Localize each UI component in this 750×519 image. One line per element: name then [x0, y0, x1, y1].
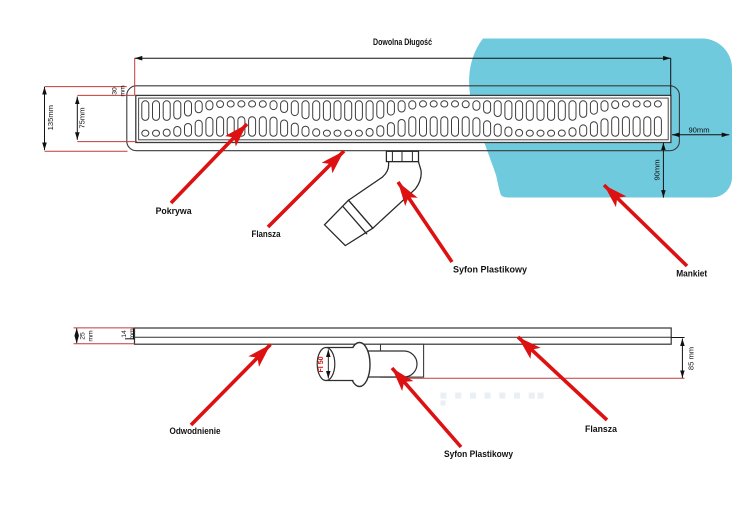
svg-text:25: 25 — [80, 332, 87, 340]
svg-text:Syfon Plastikowy: Syfon Plastikowy — [444, 449, 514, 460]
svg-text:Flansza: Flansza — [252, 229, 282, 240]
svg-text:75mm: 75mm — [77, 107, 86, 128]
svg-text:Syfon Plastikowy: Syfon Plastikowy — [453, 265, 528, 276]
svg-text:85 mm: 85 mm — [686, 347, 695, 370]
svg-text:Flansza: Flansza — [585, 424, 618, 435]
svg-text:90mm: 90mm — [653, 159, 662, 180]
svg-text:30: 30 — [112, 87, 119, 95]
svg-text:Odwodnienie: Odwodnienie — [170, 426, 221, 437]
svg-text:Mankiet: Mankiet — [676, 269, 708, 280]
svg-text:mm: mm — [120, 85, 127, 97]
svg-text:90mm: 90mm — [688, 125, 709, 134]
svg-text:14: 14 — [121, 330, 128, 338]
svg-text:Dowolna Długość: Dowolna Długość — [373, 37, 432, 47]
svg-text:FI 50: FI 50 — [318, 356, 325, 372]
svg-text:135mm: 135mm — [46, 105, 55, 130]
svg-text:mm: mm — [88, 330, 95, 342]
svg-text:mm: mm — [129, 328, 136, 340]
svg-text:Pokrywa: Pokrywa — [156, 206, 193, 217]
